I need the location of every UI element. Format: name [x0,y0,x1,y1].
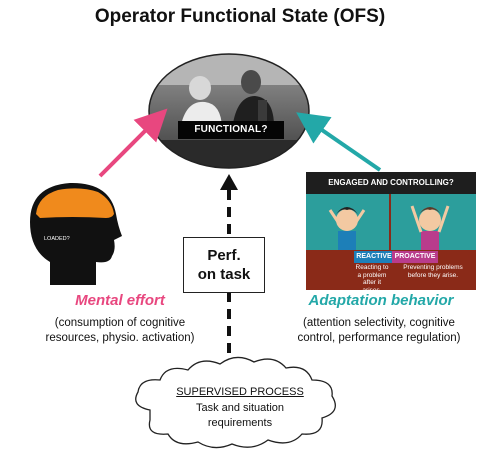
adapt-desc-line1: (attention selectivity, cognitive [303,317,455,329]
mental-desc-line2: resources, physio. activation) [45,332,195,344]
proactive-badge: PROACTIVE [392,251,438,263]
performance-line1: Perf. [207,247,241,264]
performance-line2: on task [197,266,251,283]
functional-label: FUNCTIONAL? [178,121,284,139]
mental-effort-description: (consumption of cognitive resources, phy… [10,316,230,346]
reactive-text: Reacting to a problem after it arises. [354,264,390,294]
mental-desc-line1: (consumption of cognitive [54,317,186,329]
reactive-text-line3: after it arises. [362,279,382,294]
mental-effort-arrow [98,108,168,178]
adaptation-behavior-description: (attention selectivity, cognitive contro… [278,316,480,346]
adaptation-panel-title: ENGAGED AND CONTROLLING? [306,172,476,194]
proactive-text-line1: Preventing problems [403,264,463,271]
reactive-figure-icon [328,207,366,250]
supervised-process-cloud [135,356,336,449]
cloud-line1: Task and situation [195,402,285,414]
adaptation-behavior-title: Adaptation behavior [308,292,454,309]
adapt-desc-line2: control, performance regulation) [297,332,461,344]
cloud-line2: requirements [207,417,273,429]
performance-arrowhead [220,174,238,190]
reactive-text-line2: a problem [357,271,387,279]
reactive-badge: REACTIVE [354,251,394,263]
diagram-title: Operator Functional State (OFS) [94,6,386,27]
proactive-text: Preventing problems before they arise. [392,264,474,279]
proactive-figure-icon [410,205,450,250]
reactive-text-line1: Reacting to [355,264,389,271]
adaptation-arrow [296,112,382,172]
head-loaded-text: LOADED? [44,236,70,242]
head-silhouette-icon [30,182,122,285]
cloud-title: SUPERVISED PROCESS [176,386,304,398]
proactive-text-line2: before they arise. [407,271,459,279]
mental-effort-title: Mental effort [75,292,165,309]
performance-box: Perf. on task [183,237,265,293]
